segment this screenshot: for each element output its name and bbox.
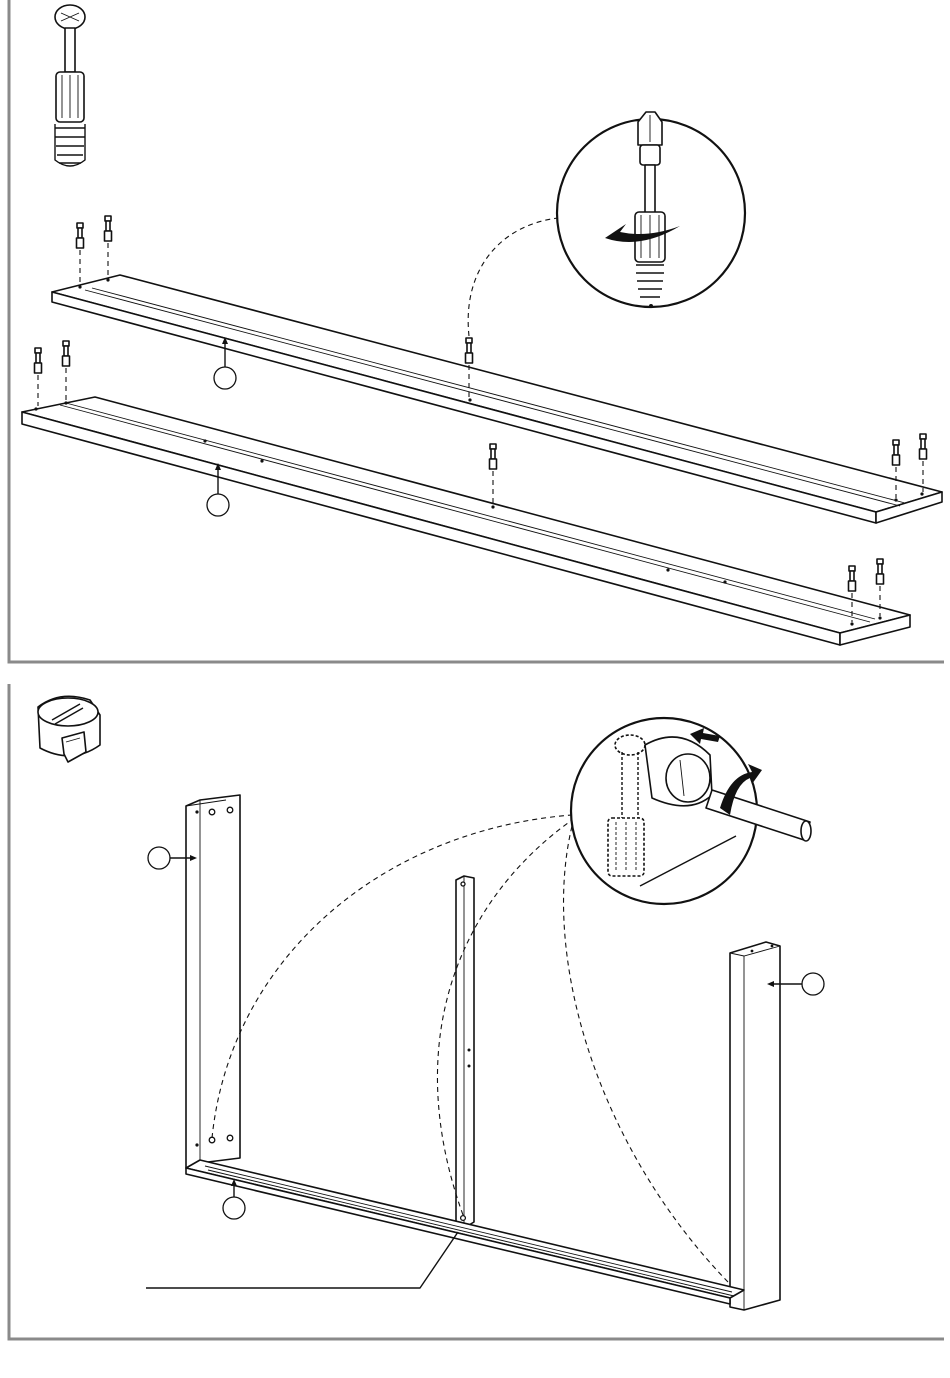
bolt-group-lower-left	[35, 341, 70, 406]
small-bolt-icon	[490, 444, 497, 469]
small-bolt-icon	[77, 223, 84, 248]
cam-bolt-icon	[55, 5, 85, 166]
small-bolt-icon	[920, 434, 927, 459]
small-bolt-icon	[849, 566, 856, 591]
rail-board-lower	[22, 397, 910, 645]
center-divider	[456, 876, 474, 1228]
rail-board-upper	[52, 275, 942, 523]
step2-panel	[9, 684, 944, 1339]
detail-leader-arc-left	[212, 815, 572, 1138]
step1-panel-frame	[9, 0, 944, 662]
small-bolt-icon	[893, 440, 900, 465]
screwdriver-tighten-detail-icon	[557, 112, 745, 308]
small-bolt-icon	[35, 348, 42, 373]
small-bolt-icon	[466, 338, 473, 363]
bolt-group-upper-left	[77, 216, 112, 285]
part-leader-divider	[146, 1232, 458, 1288]
step1-panel	[9, 0, 944, 662]
small-bolt-icon	[105, 216, 112, 241]
cam-lock-tighten-detail-icon	[571, 718, 811, 904]
small-bolt-icon	[63, 341, 70, 366]
side-panel-left	[186, 795, 240, 1168]
cam-lock-icon	[38, 696, 100, 762]
side-panel-right	[730, 942, 780, 1310]
small-bolt-icon	[877, 559, 884, 584]
detail-leader-step1	[468, 218, 558, 336]
bolt-group-lower-middle	[490, 444, 497, 505]
